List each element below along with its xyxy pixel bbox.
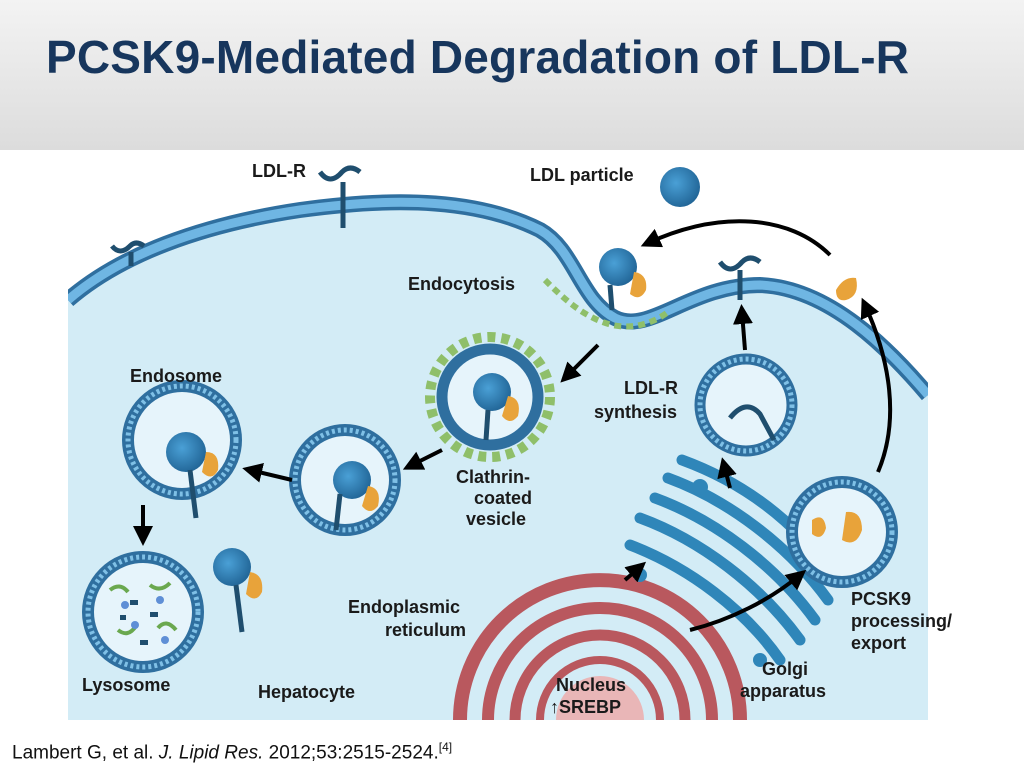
arrow-export xyxy=(860,297,893,473)
title-band xyxy=(0,0,1024,150)
endocytosis-receptor xyxy=(607,284,615,311)
clathrin-coat-pit xyxy=(542,277,670,330)
lysosome-vesicle xyxy=(82,551,204,673)
receptor-clathrin xyxy=(483,409,491,441)
pcsk9-extracellular xyxy=(836,277,857,301)
pcsk9-endocytosis xyxy=(630,272,647,298)
ldl-particle-transport xyxy=(333,461,371,499)
label-golgi-2: apparatus xyxy=(740,681,826,701)
label-hepatocyte: Hepatocyte xyxy=(258,682,355,702)
pcsk9-endosome xyxy=(202,452,219,477)
degraded-lipids xyxy=(121,596,169,644)
citation-details: 2012;53:2515-2524. xyxy=(268,742,439,764)
transport-vesicle xyxy=(289,424,401,536)
label-endocytosis: Endocytosis xyxy=(408,274,515,294)
ldl-particle-free-2 xyxy=(213,548,251,586)
citation-ref: [4] xyxy=(438,740,453,754)
surface-receptor-left xyxy=(110,240,146,266)
label-pcsk9-1: PCSK9 xyxy=(851,589,911,609)
pcsk9-export-1 xyxy=(812,517,826,537)
ldlr-synthesis-vesicle xyxy=(694,353,798,457)
citation-journal: J. Lipid Res. xyxy=(158,742,264,764)
surface-receptor-right xyxy=(717,255,762,300)
label-ldlr-synthesis-1: LDL-R xyxy=(624,378,678,398)
new-receptor xyxy=(728,404,777,442)
receptor-transport xyxy=(333,493,343,531)
label-golgi-1: Golgi xyxy=(762,659,808,679)
label-lysosome: Lysosome xyxy=(82,675,170,695)
ldl-particle-endocytosis xyxy=(599,248,637,286)
surface-receptor-top xyxy=(317,165,362,228)
label-clathrin-1: Clathrin- xyxy=(456,467,530,487)
arrow-endocytosis-to-clathrin xyxy=(560,343,600,383)
pcsk9-export-vesicle xyxy=(786,476,898,588)
label-clathrin-2: coated xyxy=(474,488,532,508)
label-clathrin-3: vesicle xyxy=(466,509,526,529)
endosome-vesicle xyxy=(122,380,242,519)
arrow-golgi-to-pcsk9 xyxy=(689,569,807,632)
label-ldlr: LDL-R xyxy=(252,161,306,181)
label-endosome: Endosome xyxy=(130,366,222,386)
citation-authors: Lambert G, et al. xyxy=(12,742,154,764)
label-ldlr-synthesis-2: synthesis xyxy=(594,402,677,422)
ldl-particle-endosome xyxy=(166,432,206,472)
label-nucleus-2: ↑SREBP xyxy=(550,697,621,717)
pcsk9-clathrin xyxy=(502,396,519,421)
pcsk9-free xyxy=(246,572,263,599)
ldl-particle-clathrin xyxy=(473,373,511,411)
label-pcsk9-3: export xyxy=(851,633,906,653)
arrow-golgi-to-synthesis xyxy=(717,457,737,489)
arrow-er-to-golgi xyxy=(623,561,647,583)
receptor-endosome xyxy=(187,469,199,519)
pcsk9-export-2 xyxy=(842,511,862,543)
page-title: PCSK9-Mediated Degradation of LDL-R xyxy=(46,30,909,84)
pathway-arrows xyxy=(133,219,893,632)
citation: Lambert G, et al. J. Lipid Res. 2012;53:… xyxy=(12,740,452,764)
title-text: PCSK9-Mediated Degradation of LDL-R xyxy=(46,31,910,83)
label-er-1: Endoplasmic xyxy=(348,597,460,617)
receptor-free xyxy=(233,584,245,633)
nucleus-er xyxy=(453,573,747,720)
label-nucleus-1: Nucleus xyxy=(556,675,626,695)
surface-receptors xyxy=(110,165,762,311)
arrow-clathrin-to-vesicle xyxy=(402,448,443,470)
arrow-vesicle-to-endosome xyxy=(242,463,293,483)
clathrin-coated-vesicle xyxy=(425,332,555,462)
label-ldl-particle: LDL particle xyxy=(530,165,634,185)
ldl-particle-free xyxy=(660,167,700,207)
degraded-receptors xyxy=(120,600,158,645)
label-er-2: reticulum xyxy=(385,620,466,640)
nucleus xyxy=(556,676,644,720)
cell-membrane-inner xyxy=(68,197,928,398)
arrow-synthesis-to-membrane xyxy=(732,304,753,351)
pcsk9-transport xyxy=(362,486,379,511)
label-pcsk9-2: processing/ xyxy=(851,611,952,631)
arrow-recapture xyxy=(640,219,832,257)
